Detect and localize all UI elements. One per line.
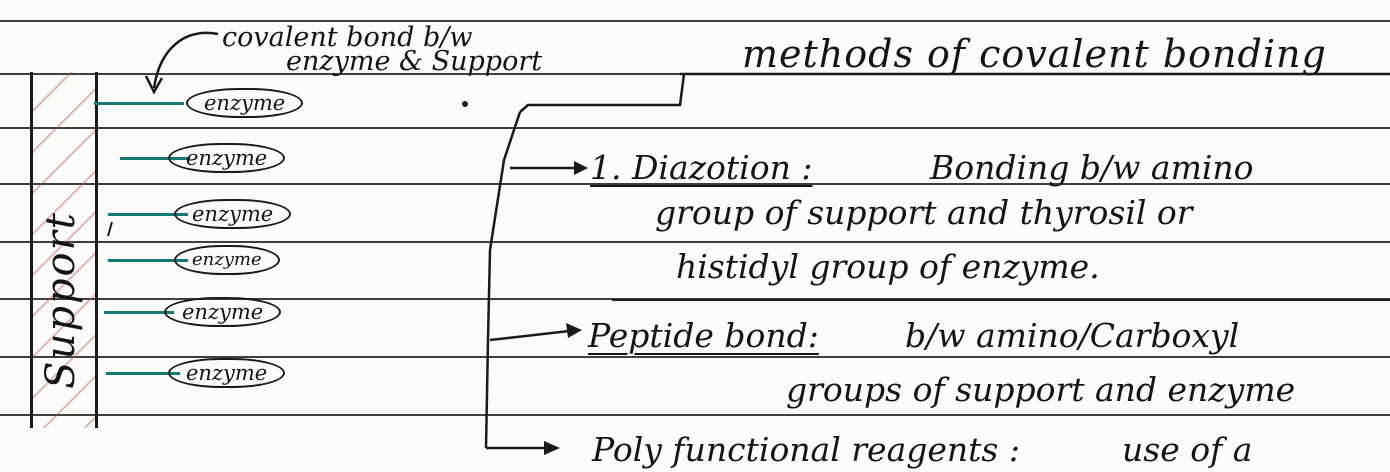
branch-trunk — [484, 111, 522, 449]
arrow-head-icon — [544, 441, 560, 455]
annotation-line-1: covalent bond b/w — [222, 22, 473, 53]
method-2-line-1: b/w amino/Carboxyl — [905, 316, 1240, 355]
ruled-line — [0, 127, 1390, 129]
ruled-line — [0, 356, 1390, 358]
covalent-link — [94, 102, 184, 105]
covalent-link — [108, 259, 188, 262]
arrow-head-icon — [574, 161, 588, 175]
method-2-line-2: groups of support and enzyme — [786, 370, 1296, 409]
support-column — [30, 72, 98, 428]
method-1-line-1: Bonding b/w amino — [930, 148, 1254, 187]
method-2-title: Peptide bond: — [588, 316, 819, 355]
arrow-head-icon — [566, 323, 582, 338]
enzyme-blob: enzyme — [174, 245, 280, 275]
ruled-line — [0, 414, 1390, 416]
ruled-line — [0, 20, 1390, 22]
branch-arrow-2 — [489, 328, 579, 342]
method-1-line-3: histidyl group of enzyme. — [676, 247, 1100, 286]
enzyme-blob: enzyme — [186, 88, 304, 118]
ruled-line — [0, 183, 1390, 185]
covalent-link — [108, 213, 188, 216]
enzyme-blob: enzyme — [168, 358, 286, 388]
method-2-heading: Peptide bond: — [588, 316, 819, 355]
method-1-title: 1. Diazotion : — [590, 148, 813, 187]
covalent-link — [120, 157, 190, 160]
enzyme-blob: enzyme — [174, 199, 292, 229]
covalent-link — [106, 372, 180, 375]
section-title: methods of covalent bonding — [742, 32, 1327, 76]
covalent-link — [104, 311, 174, 314]
ink-dot — [462, 101, 468, 107]
enzyme-blob: enzyme — [168, 143, 286, 173]
method-1-line-2: group of support and thyrosil or — [655, 193, 1193, 232]
annotation-line-2: enzyme & Support — [286, 46, 543, 77]
method-3-heading: Poly functional reagents : — [592, 430, 1020, 469]
enzyme-blob: enzyme — [164, 297, 282, 327]
arrow-head-icon — [144, 75, 164, 95]
annotation-arrow — [152, 31, 219, 89]
ink-mark — [107, 221, 113, 237]
method-1-heading: 1. Diazotion : — [590, 148, 812, 187]
ruled-line — [0, 241, 1390, 243]
bracket-drop — [519, 73, 686, 113]
method-3-line-1: use of a — [1122, 430, 1253, 469]
